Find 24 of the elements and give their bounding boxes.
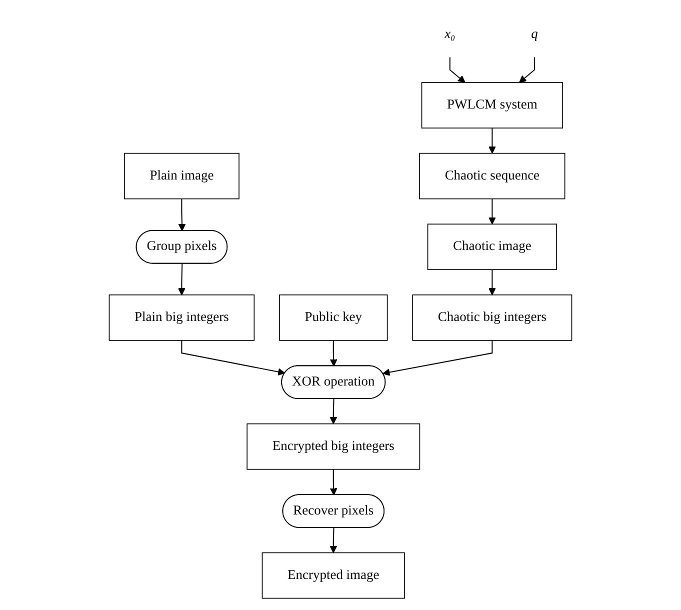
node-box [124,152,240,200]
arrow [488,198,496,224]
arrow [449,57,466,83]
arrow [178,264,186,296]
node-box [412,294,572,341]
node-text: x₀ [444,26,456,42]
arrow [178,198,186,232]
arrow [330,398,338,424]
node-box [108,294,255,341]
arrow [330,469,338,496]
node-text: q [531,26,538,42]
arrow [330,528,338,554]
node-box [262,552,405,599]
arrow [330,340,338,366]
node-box [279,294,388,341]
arrow [488,128,496,154]
arrow [181,340,286,376]
arrow [382,340,493,376]
node-box [427,224,557,270]
arrow [519,57,535,83]
node-box [421,82,564,128]
node-box [246,423,420,470]
node-box [419,152,566,200]
arrow [488,270,496,296]
